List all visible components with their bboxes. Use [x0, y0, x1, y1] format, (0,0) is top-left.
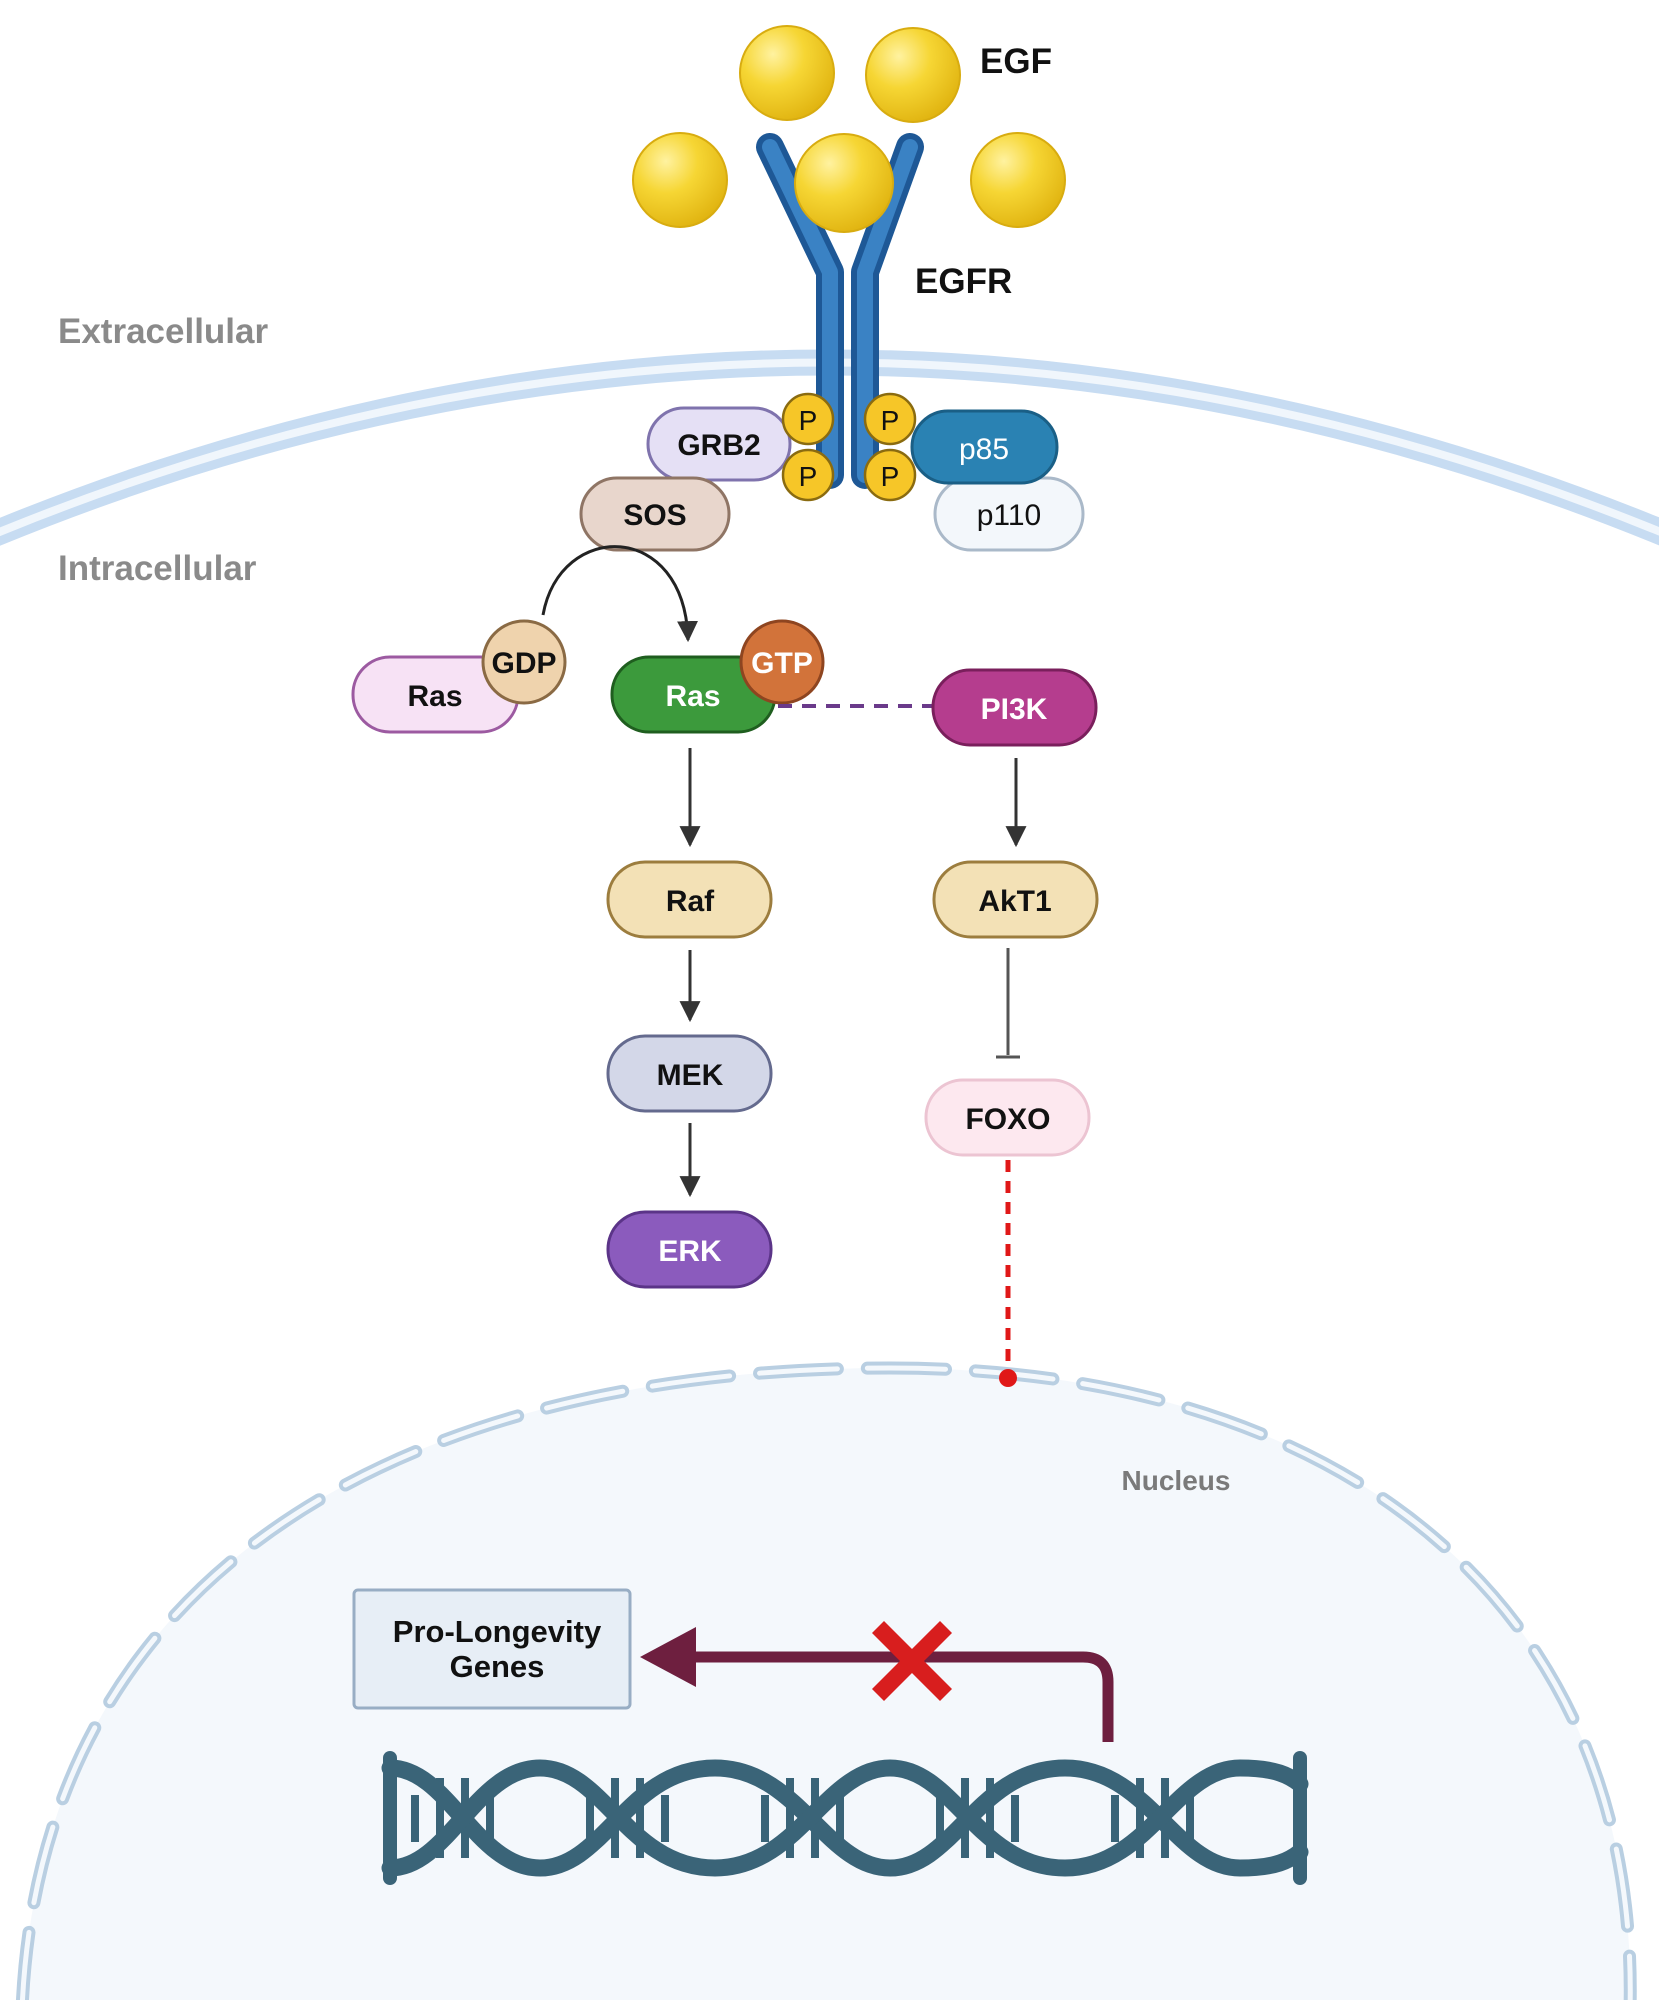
- gtp-label: GTP: [751, 647, 813, 680]
- nucleus: [15, 1361, 1637, 2005]
- transcription-arrow: [640, 1627, 1114, 1742]
- phosphate: [781, 448, 835, 502]
- gdp-node: [481, 619, 567, 705]
- genes-label-line1: Pro-Longevity: [393, 1614, 602, 1649]
- dna-helix-icon: [381, 1751, 1309, 1885]
- egf-ligand: [739, 25, 835, 121]
- blocked-x-icon: [871, 1620, 953, 1702]
- intracellular-label: Intracellular: [58, 549, 257, 588]
- ras-active-label: Ras: [665, 680, 720, 713]
- phosphate: [781, 392, 835, 446]
- akt1-label: AkT1: [978, 885, 1051, 918]
- genes-label-line2: Genes: [450, 1649, 545, 1684]
- extracellular-label: Extracellular: [58, 312, 268, 351]
- egf-ligand-bound: [794, 133, 894, 233]
- egfr-label: EGFR: [915, 262, 1012, 301]
- p85-label: p85: [959, 433, 1009, 466]
- dna-strand-2: [381, 1759, 1309, 1877]
- erk-label: ERK: [658, 1235, 722, 1268]
- phosphate: [863, 392, 917, 446]
- egf-ligand: [632, 132, 728, 228]
- raf-label: Raf: [666, 885, 715, 918]
- p110-label: p110: [977, 499, 1042, 532]
- sos-node: [579, 476, 731, 552]
- grb2-node: [646, 406, 792, 482]
- mek-label: MEK: [657, 1059, 724, 1092]
- phosphate-label: P: [799, 461, 818, 492]
- sos-exchange-arrow: [541, 545, 699, 643]
- egf-ligands: [632, 25, 1066, 228]
- gtp-node: [739, 619, 825, 705]
- erk-node: [606, 1210, 773, 1289]
- egf-ligand: [865, 27, 961, 123]
- phosphate-label: P: [799, 405, 818, 436]
- nucleus-label: Nucleus: [1122, 1465, 1231, 1496]
- gdp-label: GDP: [491, 647, 556, 680]
- egf-ligand: [970, 132, 1066, 228]
- phosphate-label: P: [881, 405, 900, 436]
- foxo-label: FOXO: [965, 1103, 1050, 1136]
- foxo-nucleus-dot: [999, 1369, 1017, 1387]
- raf-node: [606, 860, 773, 939]
- dna-strand-1: [381, 1759, 1309, 1877]
- akt1-foxo-inhibition: [996, 948, 1020, 1059]
- pi3k-node: [931, 668, 1098, 747]
- mek-node: [606, 1034, 773, 1113]
- phosphate: [863, 448, 917, 502]
- pro-longevity-genes-box: [352, 1588, 632, 1710]
- nucleus-interior: [22, 1368, 1631, 2005]
- phosphate-label: P: [881, 461, 900, 492]
- pi3k-label: PI3K: [981, 693, 1048, 726]
- egf-label: EGF: [980, 42, 1052, 81]
- grb2-label: GRB2: [677, 429, 760, 462]
- p85-node: [910, 409, 1059, 485]
- akt1-node: [932, 860, 1099, 939]
- phosphate-groups: P P P P: [781, 392, 917, 502]
- ras-inactive-label: Ras: [407, 680, 462, 713]
- foxo-node: [924, 1078, 1091, 1157]
- sos-label: SOS: [623, 499, 686, 532]
